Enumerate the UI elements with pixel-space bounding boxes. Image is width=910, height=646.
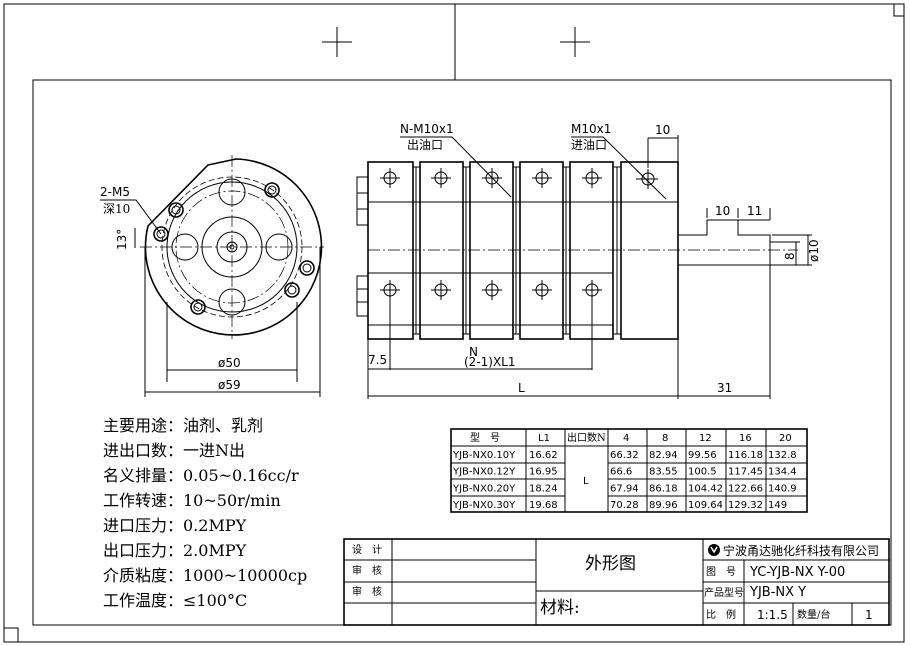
spec-list: 主要用途：油剂、乳剂 进出口数：一进N出 名义排量：0.05~0.16cc/r … <box>103 416 307 610</box>
table-header-20: 20 <box>779 433 792 444</box>
spec-speed: 工作转速：10~50r/min <box>103 491 281 510</box>
table-rows: YJB-NX0.10Y 16.62 66.32 82.94 99.56 116.18 132… <box>452 450 797 511</box>
table-cell-length: 149 <box>768 500 787 511</box>
table-header-12: 12 <box>699 433 712 444</box>
company-logo-icon <box>708 544 720 556</box>
dim-pitch: (2-1)XL1 <box>464 355 516 369</box>
table-cell-length: 83.55 <box>649 467 678 478</box>
table-cell-length: 70.28 <box>610 500 639 511</box>
table-cell-length: 132.8 <box>768 450 797 461</box>
table-cell-length: 129.32 <box>728 500 763 511</box>
drawing-no-label: 图 号 <box>706 566 736 578</box>
table-cell-model: YJB-NX0.20Y <box>452 483 516 494</box>
spec-viscosity: 介质粘度：1000~10000cp <box>103 566 307 585</box>
front-view: 2-M5 深10 13° ø50 ø59 <box>100 155 324 397</box>
table-cell-length: 100.5 <box>688 467 717 478</box>
table-cell-model: YJB-NX0.12Y <box>452 467 516 478</box>
drawing-no: YC-YJB-NX Y-00 <box>749 565 845 580</box>
design-label: 设 计 <box>352 543 382 556</box>
table-header-8: 8 <box>662 433 668 444</box>
qty-label: 数量/台 <box>797 608 830 621</box>
inlet-label: 进油口 <box>571 138 607 152</box>
dim-dia-59: ø59 <box>218 378 241 392</box>
table-header-4: 4 <box>623 433 629 444</box>
table-header-l1: L1 <box>538 433 550 444</box>
dim-8: 8 <box>783 252 797 260</box>
review-label-2: 审 核 <box>352 585 382 598</box>
table-cell-length: 99.56 <box>688 450 717 461</box>
dim-10-top: 10 <box>655 123 670 137</box>
table-cell-l1: 19.68 <box>529 500 558 511</box>
pump-sections <box>367 161 679 340</box>
table-cell-length: 117.45 <box>728 467 763 478</box>
table-header-n: 出口数N <box>567 431 606 444</box>
table-cell-length: 122.66 <box>728 483 763 494</box>
outlet-label: 出油口 <box>407 138 443 152</box>
title-block: 设 计 审 核 审 核 外形图 材料: 宁波甬达驰化纤科技有限公司 图 号 YC… <box>343 538 890 626</box>
outlet-callout: N-M10x1 <box>400 122 454 136</box>
model-label: 产品型号 <box>704 586 744 599</box>
dim-key-10: 10 <box>715 204 730 218</box>
table-cell-length: 104.42 <box>688 483 723 494</box>
product-model: YJB-NX Y <box>749 585 806 600</box>
m5-holes <box>153 182 315 315</box>
port-holes <box>380 168 658 300</box>
table-merged-L: L <box>583 476 589 487</box>
model-table: 型 号 L1 出口数N 4 8 12 16 20 L YJB-NX0.10Y 16… <box>450 428 808 513</box>
table-cell-length: 134.4 <box>768 467 797 478</box>
dim-31: 31 <box>717 381 732 395</box>
dim-7-5: 7.5 <box>368 353 387 367</box>
table-cell-l1: 16.95 <box>529 467 558 478</box>
spec-temperature: 工作温度：≤100°C <box>103 591 247 610</box>
dim-key-11: 11 <box>747 204 762 218</box>
review-label-1: 审 核 <box>352 564 382 577</box>
table-cell-model: YJB-NX0.10Y <box>452 450 516 461</box>
dim-L: L <box>518 381 525 395</box>
dim-pitch-n: N <box>469 345 478 359</box>
company-name: 宁波甬达驰化纤科技有限公司 <box>723 543 879 558</box>
hole-callout: 2-M5 <box>100 185 130 199</box>
scale-value: 1:1.5 <box>757 608 788 622</box>
table-cell-l1: 16.62 <box>529 450 558 461</box>
table-cell-length: 66.6 <box>610 467 632 478</box>
drawing-title: 外形图 <box>585 554 636 574</box>
dim-shaft-dia: ø10 <box>807 239 821 262</box>
spec-usage: 主要用途：油剂、乳剂 <box>103 416 263 435</box>
spec-inlet-pressure: 进口压力：0.2MPY <box>103 516 247 535</box>
table-cell-model: YJB-NX0.30Y <box>452 500 516 511</box>
dim-dia-50: ø50 <box>218 356 241 370</box>
angle-label: 13° <box>115 229 129 250</box>
side-view: N-M10x1 出油口 M10x1 进油口 10 10 11 8 ø10 7.5… <box>356 122 821 399</box>
table-cell-length: 82.94 <box>649 450 678 461</box>
table-cell-length: 109.64 <box>688 500 723 511</box>
table-cell-length: 140.9 <box>768 483 797 494</box>
table-cell-length: 66.32 <box>610 450 639 461</box>
qty-value: 1 <box>865 608 873 622</box>
material-label: 材料: <box>540 598 580 618</box>
table-header-16: 16 <box>739 433 752 444</box>
table-cell-l1: 18.24 <box>529 483 558 494</box>
table-cell-length: 67.94 <box>610 483 639 494</box>
inlet-callout: M10x1 <box>571 122 611 136</box>
table-cell-length: 116.18 <box>728 450 763 461</box>
table-cell-length: 86.18 <box>649 483 678 494</box>
spec-ports: 进出口数：一进N出 <box>103 441 245 460</box>
spec-displacement: 名义排量：0.05~0.16cc/r <box>103 466 299 485</box>
hole-depth: 深10 <box>103 202 130 216</box>
scale-label: 比 例 <box>706 608 736 621</box>
table-header-model: 型 号 <box>470 431 500 444</box>
table-cell-length: 89.96 <box>649 500 678 511</box>
spec-outlet-pressure: 出口压力：2.0MPY <box>103 541 247 560</box>
